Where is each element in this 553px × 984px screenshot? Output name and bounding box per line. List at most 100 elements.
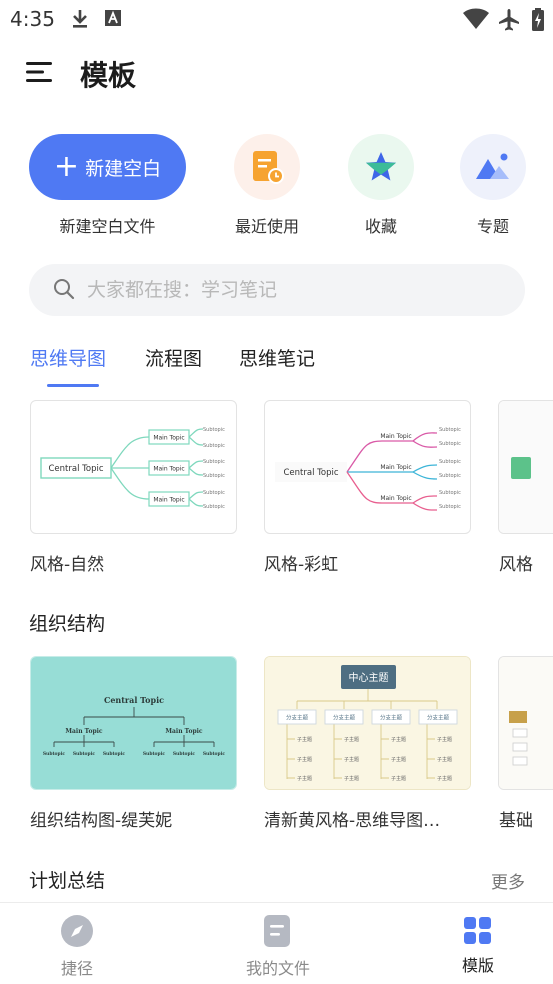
tab-mindmap[interactable]: 思维导图 — [30, 348, 107, 370]
svg-text:分支主题: 分支主题 — [286, 714, 309, 722]
template-card-org-tiffany[interactable]: Central Topic Main Topic Main Topic Subt… — [30, 656, 237, 790]
svg-text:Central Topic: Central Topic — [283, 468, 338, 478]
template-card-natural[interactable]: Central Topic Main Topic Main Topic Main… — [30, 400, 237, 534]
template-label: 风格 — [499, 555, 533, 575]
svg-text:子主题: 子主题 — [437, 756, 452, 763]
category-tabs: 思维导图 流程图 思维笔记 — [0, 344, 553, 394]
svg-text:子主题: 子主题 — [391, 736, 406, 743]
svg-text:Subtopic: Subtopic — [203, 459, 225, 465]
keyboard-icon — [105, 10, 121, 26]
svg-text:子主题: 子主题 — [344, 736, 359, 743]
svg-text:Main Topic: Main Topic — [153, 435, 184, 442]
svg-text:分支主题: 分支主题 — [380, 714, 403, 722]
svg-text:子主题: 子主题 — [297, 736, 312, 743]
wifi-icon — [463, 8, 489, 29]
svg-text:Subtopic: Subtopic — [173, 751, 196, 757]
search-input[interactable] — [87, 274, 507, 306]
svg-text:Main Topic: Main Topic — [65, 728, 103, 735]
org-tiffany-preview: Central Topic Main Topic Main Topic Subt… — [31, 657, 236, 789]
svg-text:Main Topic: Main Topic — [165, 728, 203, 735]
tab-mind-notes[interactable]: 思维笔记 — [239, 348, 316, 370]
recent-icon — [253, 151, 284, 184]
svg-text:Subtopic: Subtopic — [439, 490, 461, 496]
template-card-partial[interactable] — [498, 400, 553, 534]
nav-shortcuts[interactable]: 捷径 — [17, 903, 137, 984]
svg-text:Main Topic: Main Topic — [380, 495, 411, 502]
svg-text:Subtopic: Subtopic — [439, 473, 461, 479]
basic-style-preview — [499, 657, 553, 789]
recent-label: 最近使用 — [234, 217, 299, 236]
fresh-yellow-preview: 中心主题 分支主题 分支主题 分支主题 分支主题 — [265, 657, 470, 789]
page-title: 模板 — [80, 59, 137, 92]
template-card-basic[interactable] — [498, 656, 553, 790]
svg-text:Main Topic: Main Topic — [153, 466, 184, 473]
svg-text:子主题: 子主题 — [391, 775, 406, 782]
svg-text:Subtopic: Subtopic — [73, 751, 96, 757]
recent-button[interactable] — [234, 134, 300, 200]
central-topic-text: Central Topic — [48, 464, 103, 474]
status-time: 4:35 — [10, 7, 55, 31]
nav-label: 模版 — [461, 956, 494, 975]
template-label: 风格-彩虹 — [264, 555, 339, 575]
template-label: 组织结构图-缇芙妮 — [30, 811, 173, 831]
section-title-plan: 计划总结 — [29, 870, 106, 892]
new-blank-button[interactable]: + 新建空白 — [29, 134, 186, 200]
star-icon — [366, 152, 396, 181]
tab-flowchart[interactable]: 流程图 — [145, 348, 203, 370]
svg-text:子主题: 子主题 — [344, 775, 359, 782]
compass-icon — [61, 915, 93, 947]
download-icon — [73, 10, 87, 28]
status-bar: 4:35 — [0, 0, 553, 38]
template-card-rainbow[interactable]: Central Topic Main Topic Main Topic Main… — [264, 400, 471, 534]
nav-templates[interactable]: 模版 — [418, 903, 538, 984]
svg-text:Subtopic: Subtopic — [203, 443, 225, 449]
svg-text:子主题: 子主题 — [344, 756, 359, 763]
svg-text:分支主题: 分支主题 — [333, 714, 356, 722]
template-label: 基础 — [499, 811, 533, 831]
svg-text:Main Topic: Main Topic — [153, 497, 184, 504]
topics-button[interactable] — [460, 134, 526, 200]
nav-label: 我的文件 — [245, 959, 310, 978]
natural-style-preview: Central Topic Main Topic Main Topic Main… — [40, 427, 225, 510]
svg-text:Subtopic: Subtopic — [203, 473, 225, 479]
favorites-button[interactable] — [348, 134, 414, 200]
topics-label: 专题 — [476, 217, 509, 236]
rainbow-style-preview: Central Topic Main Topic Main Topic Main… — [275, 427, 461, 511]
template-label: 清新黄风格-思维导图… — [264, 811, 441, 831]
template-card-fresh-yellow[interactable]: 中心主题 分支主题 分支主题 分支主题 分支主题 — [264, 656, 471, 790]
svg-text:Main Topic: Main Topic — [380, 433, 411, 440]
tab-active-indicator — [47, 384, 99, 387]
svg-text:Subtopic: Subtopic — [143, 751, 166, 757]
template-label: 风格-自然 — [30, 555, 105, 575]
svg-text:Subtopic: Subtopic — [203, 490, 225, 496]
airplane-icon — [499, 9, 519, 31]
plus-icon: + — [53, 149, 80, 184]
svg-text:Subtopic: Subtopic — [203, 427, 225, 433]
search-bar[interactable] — [29, 264, 525, 316]
search-icon — [54, 279, 75, 300]
title-bar: 模板 — [0, 48, 553, 100]
file-icon — [264, 915, 290, 947]
svg-text:Subtopic: Subtopic — [103, 751, 126, 757]
svg-text:子主题: 子主题 — [297, 756, 312, 763]
nav-label: 捷径 — [60, 959, 93, 978]
nav-my-files[interactable]: 我的文件 — [218, 903, 338, 984]
partial-style-preview — [499, 401, 553, 533]
svg-text:Subtopic: Subtopic — [439, 427, 461, 433]
more-link[interactable]: 更多 — [491, 873, 525, 893]
svg-text:Subtopic: Subtopic — [203, 504, 225, 510]
quick-actions: + 新建空白 新建空白文件 最近使用 收藏 专题 — [0, 134, 553, 244]
new-blank-file-label: 新建空白文件 — [59, 217, 156, 236]
bottom-navigation: 捷径 我的文件 模版 — [0, 902, 553, 984]
mindmap-templates-row: Central Topic Main Topic Main Topic Main… — [0, 400, 553, 540]
org-templates-row: Central Topic Main Topic Main Topic Subt… — [0, 656, 553, 796]
grid-icon — [464, 917, 491, 944]
svg-text:子主题: 子主题 — [297, 775, 312, 782]
section-title-org: 组织结构 — [29, 613, 106, 635]
svg-text:子主题: 子主题 — [391, 756, 406, 763]
menu-icon[interactable] — [26, 60, 54, 84]
favorites-label: 收藏 — [364, 217, 397, 236]
svg-text:Subtopic: Subtopic — [439, 441, 461, 447]
svg-text:子主题: 子主题 — [437, 775, 452, 782]
mountain-icon — [476, 153, 509, 179]
